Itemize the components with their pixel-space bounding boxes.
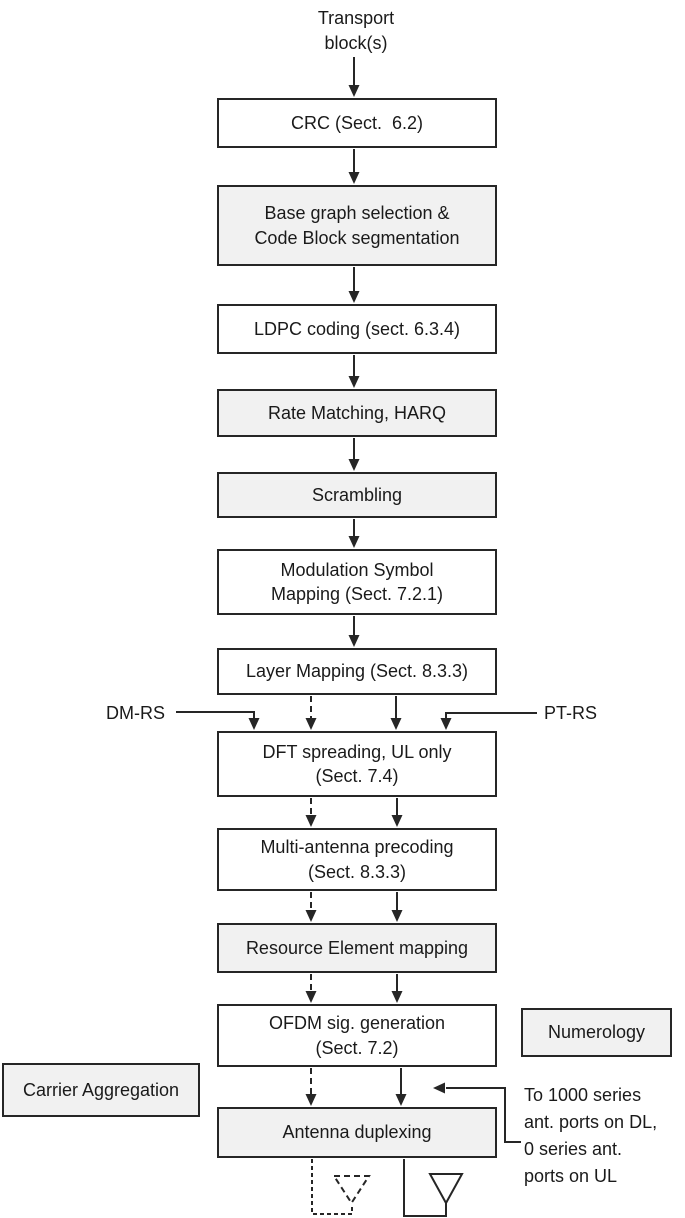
- arrow-layer-to-dft-solid: [390, 696, 402, 730]
- antenna-ports-annotation: To 1000 series ant. ports on DL, 0 serie…: [524, 1082, 684, 1190]
- box-rate-matching-label: Rate Matching, HARQ: [267, 402, 447, 423]
- box-resource-element-mapping: Resource Element mapping: [217, 923, 497, 973]
- arrow-crc-to-base-graph: [348, 149, 360, 184]
- antenna-icon-solid: [428, 1173, 464, 1206]
- box-precoding-line2: (Sect. 8.3.3): [307, 861, 407, 882]
- arrow-ofdm-to-duplexing-dashed: [305, 1068, 317, 1106]
- arrow-ofdm-to-duplexing-solid: [395, 1068, 407, 1106]
- box-base-graph-selection: Base graph selection & Code Block segmen…: [217, 185, 497, 266]
- box-modulation-line1: Modulation Symbol: [280, 559, 434, 580]
- arrow-dft-to-precoding-solid: [391, 798, 403, 827]
- box-crc-label: CRC (Sect. 6.2): [290, 112, 424, 133]
- arrow-layer-to-dft-dashed: [305, 696, 317, 730]
- annotation-line4: ports on UL: [524, 1166, 618, 1186]
- antenna-feed-dashed: [311, 1159, 353, 1215]
- arrow-annotation-to-stream: [433, 1082, 521, 1143]
- box-rate-matching: Rate Matching, HARQ: [217, 389, 497, 437]
- box-antenna-duplexing-label: Antenna duplexing: [282, 1122, 432, 1143]
- transport-blocks-line1: Transport: [317, 8, 395, 28]
- box-carrier-aggregation: Carrier Aggregation: [2, 1063, 200, 1117]
- box-scrambling-label: Scrambling: [311, 484, 403, 505]
- arrow-ldpc-to-rate-matching: [348, 355, 360, 388]
- arrow-rate-matching-to-scrambling: [348, 438, 360, 471]
- box-crc: CRC (Sect. 6.2): [217, 98, 497, 148]
- arrow-scrambling-to-modulation: [348, 519, 360, 548]
- box-dft-line2: (Sect. 7.4): [315, 766, 399, 786]
- box-layer-mapping: Layer Mapping (Sect. 8.3.3): [217, 648, 497, 695]
- box-ofdm-line2: (Sect. 7.2): [315, 1037, 399, 1058]
- box-re-mapping-label: Resource Element mapping: [245, 937, 469, 958]
- annotation-line3: 0 series ant.: [524, 1139, 623, 1159]
- transport-blocks-line2: block(s): [324, 33, 388, 53]
- antenna-icon-dashed: [332, 1175, 371, 1205]
- arrow-precoding-to-re-dashed: [305, 892, 317, 922]
- box-numerology: Numerology: [521, 1008, 672, 1057]
- box-ofdm-signal-generation: OFDM sig. generation (Sect. 7.2): [217, 1004, 497, 1067]
- arrow-precoding-to-re-solid: [391, 892, 403, 922]
- transport-blocks-label: Transport block(s): [256, 6, 456, 56]
- box-carrier-aggregation-label: Carrier Aggregation: [22, 1079, 180, 1100]
- box-multi-antenna-precoding: Multi-antenna precoding (Sect. 8.3.3): [217, 828, 497, 891]
- box-ofdm-line1: OFDM sig. generation: [268, 1013, 446, 1034]
- arrow-dmrs-input: [176, 711, 260, 730]
- ptrs-input-label: PT-RS: [544, 703, 598, 723]
- box-base-graph-line1: Base graph selection &: [264, 203, 450, 224]
- annotation-line1: To 1000 series: [524, 1085, 642, 1105]
- box-ldpc-coding: LDPC coding (sect. 6.3.4): [217, 304, 497, 354]
- arrow-dft-to-precoding-dashed: [305, 798, 317, 827]
- box-dft-spreading: DFT spreading, UL only (Sect. 7.4): [217, 731, 497, 797]
- arrow-re-to-ofdm-solid: [391, 974, 403, 1003]
- arrow-base-graph-to-ldpc: [348, 267, 360, 303]
- arrow-ptrs-input: [440, 712, 537, 730]
- box-modulation-line2: Mapping (Sect. 7.2.1): [270, 584, 444, 604]
- box-scrambling: Scrambling: [217, 472, 497, 518]
- box-antenna-duplexing: Antenna duplexing: [217, 1107, 497, 1158]
- arrow-transport-to-crc: [348, 57, 360, 97]
- box-numerology-label: Numerology: [547, 1022, 646, 1043]
- arrow-modulation-to-layer-mapping: [348, 616, 360, 647]
- box-modulation-symbol-mapping: Modulation Symbol Mapping (Sect. 7.2.1): [217, 549, 497, 615]
- box-dft-line1: DFT spreading, UL only: [262, 741, 452, 762]
- dmrs-input-label: DM-RS: [106, 703, 165, 723]
- box-layer-mapping-label: Layer Mapping (Sect. 8.3.3): [245, 661, 469, 682]
- box-base-graph-line2: Code Block segmentation: [254, 227, 460, 248]
- arrow-re-to-ofdm-dashed: [305, 974, 317, 1003]
- box-ldpc-label: LDPC coding (sect. 6.3.4): [253, 318, 461, 339]
- box-precoding-line1: Multi-antenna precoding: [260, 837, 454, 858]
- annotation-line2: ant. ports on DL,: [524, 1112, 658, 1132]
- antenna-feed-solid: [403, 1159, 447, 1217]
